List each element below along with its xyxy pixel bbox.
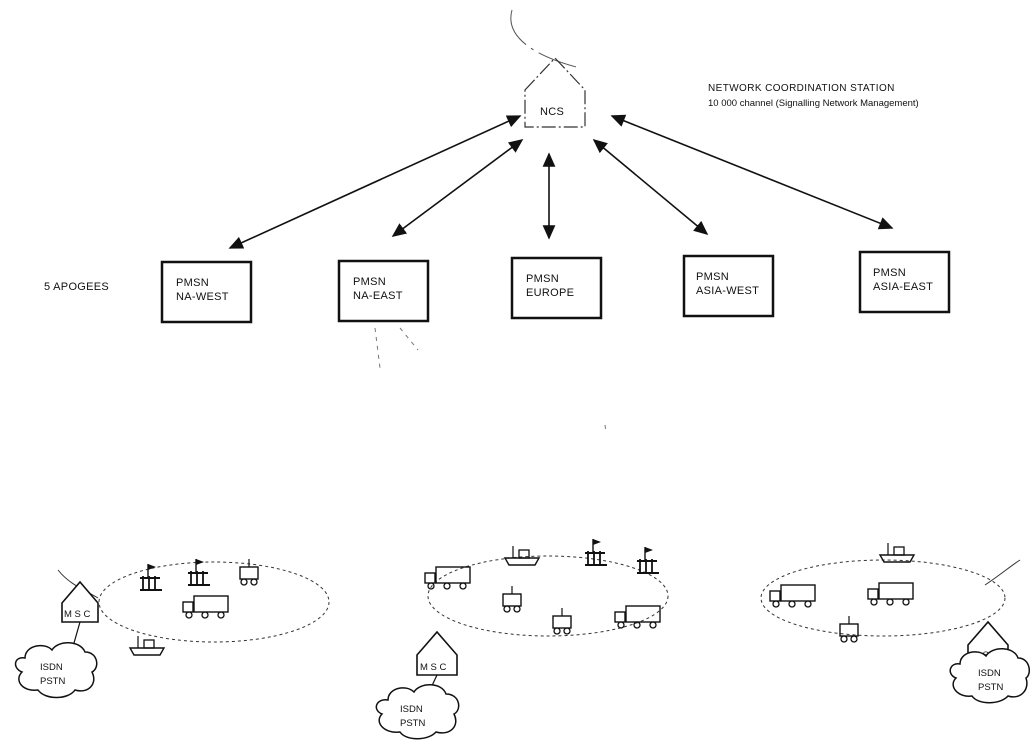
van-icon: [552, 607, 572, 635]
pmsn-label: PMSN: [176, 277, 209, 289]
oil-rig-icon: [584, 538, 608, 566]
pmsn-region: NA-EAST: [353, 290, 403, 302]
pmsn-label: PMSN: [526, 273, 559, 285]
network-cloud: [949, 648, 1031, 704]
ncs-label: NCS: [540, 106, 564, 118]
pmsn-label: PMSN: [353, 276, 386, 288]
cloud-label: PSTN: [400, 718, 425, 729]
pmsn-region: ASIA-WEST: [696, 285, 759, 297]
pmsn-region: ASIA-EAST: [873, 281, 933, 293]
msc-station: [416, 630, 458, 676]
ground-cluster-na-west: M S C ISDN PSTN: [14, 558, 330, 699]
van-icon: [839, 615, 859, 643]
pmsn-box-asia-east: PMSN ASIA-EAST: [858, 250, 951, 314]
ground-cluster-europe: M S C ISDN PSTN: [375, 538, 669, 740]
ncs-subtitle: 10 000 channel (Signalling Network Manag…: [708, 98, 919, 109]
pmsn-box-na-west: PMSN NA-WEST: [160, 260, 253, 324]
arrow-asia-east: [610, 114, 894, 230]
link-arrows: [228, 114, 894, 249]
truck-icon: [769, 584, 816, 608]
arrow-na-west: [228, 115, 522, 249]
oil-rig-icon: [636, 546, 660, 574]
cloud-label: ISDN: [978, 668, 1001, 679]
arrow-na-east: [391, 139, 524, 237]
msc-label: M S C: [420, 662, 447, 673]
pmsn-box-asia-west: PMSN ASIA-WEST: [682, 254, 775, 318]
pmsn-box-na-east: PMSN NA-EAST: [337, 259, 430, 323]
apogees-label: 5 APOGEES: [44, 281, 109, 293]
ncs-station: NCS: [524, 57, 586, 128]
oil-rig-icon: [139, 563, 163, 591]
arrow-asia-west: [592, 138, 709, 236]
oil-rig-icon: [187, 558, 211, 586]
network-cloud: [14, 642, 98, 699]
msc-label: M S C: [64, 609, 91, 620]
ship-icon: [879, 542, 915, 563]
ship-icon: [129, 635, 165, 656]
beam-dashes: [374, 327, 607, 433]
pmsn-label: PMSN: [873, 267, 906, 279]
cloud-label: ISDN: [400, 704, 423, 715]
pmsn-region: EUROPE: [526, 287, 574, 299]
pmsn-label: PMSN: [696, 271, 729, 283]
truck-icon: [867, 582, 914, 606]
network-cloud: [375, 684, 460, 740]
cloud-label: PSTN: [40, 676, 65, 687]
ground-cluster-asia: M S C ISDN PSTN: [760, 542, 1031, 704]
cloud-label: PSTN: [978, 682, 1003, 693]
pmsn-region: NA-WEST: [176, 291, 229, 303]
cloud-label: ISDN: [40, 662, 63, 673]
ncs-title: NETWORK COORDINATION STATION: [708, 83, 895, 94]
truck-icon: [614, 605, 661, 629]
van-icon: [502, 585, 522, 613]
truck-icon: [182, 595, 229, 619]
msc-station: [61, 580, 99, 623]
pmsn-box-europe: PMSN EUROPE: [510, 256, 603, 320]
ship-icon: [504, 545, 540, 566]
